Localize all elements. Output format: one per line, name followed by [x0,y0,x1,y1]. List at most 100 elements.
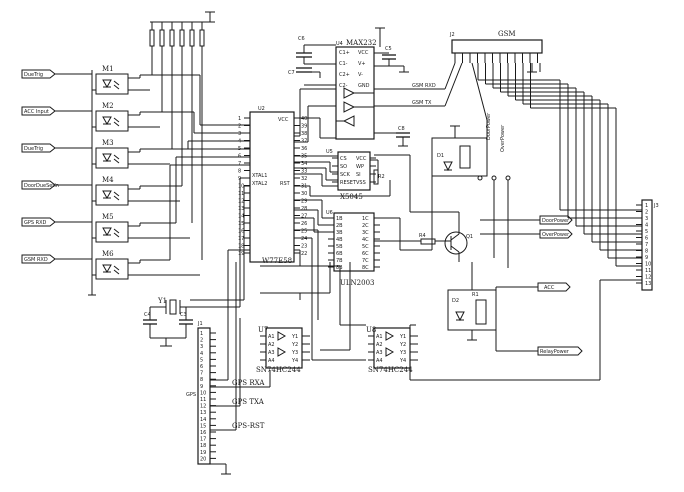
mcu-xtal1-pin: XTAL1 [252,173,267,179]
net-gps-rxa: GPS RXA [232,379,265,387]
buffer-body [373,327,411,369]
u6-pin-name: 4B [336,237,343,243]
u5-pin-name: WP [356,164,364,170]
net-gps-txa: GPS TXA [232,398,265,406]
mcu-pin-number: 27 [301,214,307,220]
mcu-pin-number: 1 [238,116,241,122]
optocoupler-ref: M3 [102,139,114,147]
u6-pin-name: 3B [336,230,343,236]
optocoupler-ref: M4 [102,176,114,184]
net-gps-rst: GPS-RST [232,422,265,430]
mcu-pin-number: 28 [301,206,307,212]
input-tag [21,217,56,227]
buffer-pin-name: A1 [376,334,383,340]
u6-pin-name: 2B [336,223,343,229]
buffer-pin-name: Y2 [399,342,406,348]
u5-part-label: X5045 [340,193,363,201]
mcu-pin-number: 32 [301,176,307,182]
buffer-pin-name: Y4 [399,358,406,364]
j3-pin-number: 6 [645,236,648,242]
j3-pin-number: 11 [645,268,651,274]
mcu-pin-number: 24 [301,236,307,242]
u4-pin-name: VCC [358,50,369,56]
j1-pin-number: 12 [200,404,206,410]
j1-pin-number: 20 [200,456,206,462]
led-arrow [113,80,120,86]
optocoupler-m2: ACC Input M2 [21,102,250,134]
tag-door-power: DoorPower [542,218,570,224]
led-arrow [113,232,120,238]
j1-pin-number: 10 [200,390,206,396]
buffer-pin-name: A1 [268,334,275,340]
led-arrow [113,154,120,160]
buffer-gate [277,347,287,357]
relay-d1-ref: D1 [437,153,444,159]
u6-pin-name: 6C [362,251,369,257]
optocoupler-body [95,73,129,95]
mcu-pin-number: 33 [301,169,307,175]
led-arrow [113,84,120,90]
mcu-pin-number: 17 [238,236,244,242]
buffer-gate [385,331,395,341]
u5-pin-name: SI [356,172,361,178]
relay-d2-ref: D2 [452,298,459,304]
optocoupler-ref: M6 [102,250,114,258]
buffer-pin-name: A4 [268,358,275,364]
optocoupler-ref: M2 [102,102,114,110]
pullup-resistor [199,29,205,47]
u4-pin-name: V- [358,72,363,78]
input-tag-label: ACC Input [24,109,49,115]
mcu-pin-number: 22 [301,251,307,257]
optocoupler-body [95,258,129,280]
cap-c8-ref: C8 [398,126,405,132]
u6-pin-name: 5C [362,244,369,250]
mcu-pin-number: 12 [238,199,244,205]
mcu-pin-number: 34 [301,161,307,167]
transistor-q1: Q1 R4 [374,212,473,262]
led-arrow [113,265,120,271]
output-tags: DoorPower OverPower ACC RelayPower [480,215,583,356]
j3-pin-number: 13 [645,281,651,287]
u7-part-label: SN74HC244 [256,366,301,374]
j1-ref: J1 [197,321,203,327]
buffer-ref: U8 [366,326,376,334]
u5-pin-name: SCK [340,172,351,178]
mcu-pin-number: 5 [238,146,241,152]
resistor-r1-ref: R1 [472,292,479,298]
u4-pin-name: C2- [339,83,348,89]
mcu-pin-number: 29 [301,199,307,205]
cap-c4-ref: C4 [144,312,151,318]
u4-pin-name: C2+ [339,72,350,78]
tag-relay-power: RelayPower [540,349,570,355]
u5-pin-name: VCC [356,156,367,162]
input-tag [21,254,56,264]
mcu-pin-number: 40 [301,116,307,122]
mcu-pin-number: 26 [301,221,307,227]
relay-d1-label: DoorPower [486,112,492,140]
j3-pin-number: 4 [645,223,648,229]
cap-c5-ref: C5 [385,46,392,52]
j3-pin-number: 1 [645,203,648,209]
u4-part-label: MAX232 [346,39,377,47]
mcu-pin-number: 15 [238,221,244,227]
mcu-pin-number: 30 [301,191,307,197]
u6-ref: U6 [326,210,333,216]
pullup-resistor [149,29,155,47]
buffer-pin-name: Y1 [399,334,406,340]
relay-d1-label-2: OverPower [500,124,506,152]
u5-pin-name: VSS [356,180,366,186]
u8-part-label: SN74HC244 [368,366,413,374]
buffer-body [265,327,303,369]
mcu-pin-number: 11 [238,191,244,197]
led-diode [102,264,112,274]
j3-pin-number: 8 [645,249,648,255]
j2-ref: J2 [449,32,455,38]
j1-pin-number: 3 [200,344,203,350]
